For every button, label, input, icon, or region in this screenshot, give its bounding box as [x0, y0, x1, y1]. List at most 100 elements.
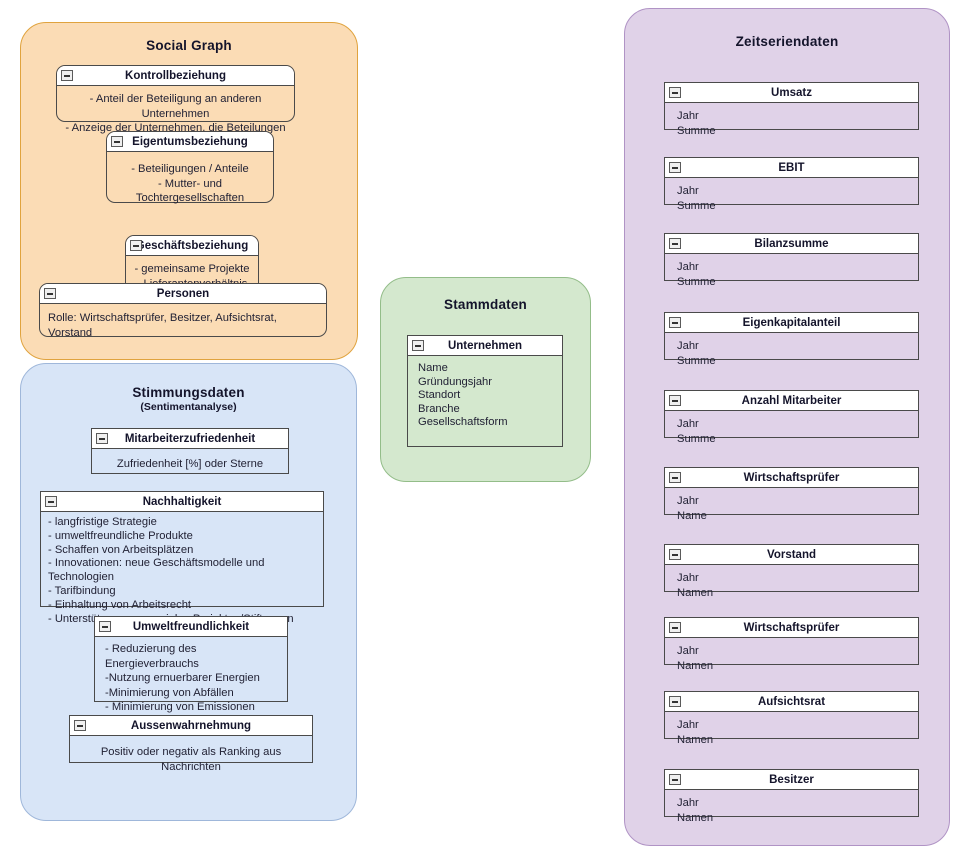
node-body: Jahr Namen [677, 719, 714, 746]
node-header[interactable]: Aufsichtsrat [665, 692, 918, 712]
collapse-minus-icon[interactable] [44, 288, 56, 299]
panel-stimmungsdaten-title: Stimmungsdaten [132, 385, 245, 400]
collapse-minus-icon[interactable] [669, 87, 681, 98]
node-body: - Reduzierung des Energieverbrauchs -Nut… [105, 643, 260, 714]
panel-stimmungsdaten[interactable]: Stimmungsdaten (Sentimentanalyse) Mitarb… [20, 363, 357, 821]
node-header[interactable]: Mitarbeiterzufriedenheit [92, 429, 288, 449]
node-besitzer[interactable]: Besitzer Jahr Namen [664, 769, 919, 824]
node-title: Eigenkapitalanteil [742, 317, 841, 329]
collapse-minus-icon[interactable] [669, 622, 681, 633]
node-title: Umweltfreundlichkeit [132, 621, 250, 633]
panel-zeitseriendaten[interactable]: Zeitseriendaten Umsatz Jahr Summe EBIT J… [624, 8, 950, 846]
node-title: Aussenwahrnehmung [130, 720, 252, 732]
node-header[interactable]: EBIT [665, 158, 918, 178]
node-header[interactable]: Personen [40, 284, 326, 304]
node-body: Jahr Summe [677, 418, 716, 445]
node-vorstand[interactable]: Vorstand Jahr Namen [664, 544, 919, 599]
collapse-minus-icon[interactable] [74, 720, 86, 731]
node-title: Aufsichtsrat [757, 696, 826, 708]
collapse-minus-icon[interactable] [45, 496, 57, 507]
node-title: Umsatz [771, 87, 812, 99]
node-umweltfreundlichkeit[interactable]: Umweltfreundlichkeit - Reduzierung des E… [94, 616, 288, 713]
panel-stimmungsdaten-subtitle: (Sentimentanalyse) [140, 401, 237, 413]
node-body: - Beteiligungen / Anteile - Mutter- und … [131, 163, 249, 205]
node-anzahl-mitarbeiter[interactable]: Anzahl Mitarbeiter Jahr Summe [664, 390, 919, 445]
node-header[interactable]: Geschäftsbeziehung [126, 236, 258, 256]
node-wirtschaftspruefer-1[interactable]: Wirtschaftsprüfer Jahr Name [664, 467, 919, 522]
collapse-minus-icon[interactable] [669, 238, 681, 249]
node-unternehmen[interactable]: Unternehmen Name Gründungsjahr Standort … [407, 335, 563, 447]
node-header[interactable]: Besitzer [665, 770, 918, 790]
panel-social-graph-title: Social Graph [146, 38, 232, 53]
collapse-minus-icon[interactable] [669, 162, 681, 173]
node-body: Jahr Namen [677, 572, 714, 599]
node-header[interactable]: Umsatz [665, 83, 918, 103]
collapse-minus-icon[interactable] [96, 433, 108, 444]
panel-stammdaten-title: Stammdaten [443, 297, 528, 312]
node-body: Jahr Summe [677, 261, 716, 288]
node-header[interactable]: Aussenwahrnehmung [70, 716, 312, 736]
panel-zeitseriendaten-title: Zeitseriendaten [735, 34, 839, 49]
node-header[interactable]: Nachhaltigkeit [41, 492, 323, 512]
node-nachhaltigkeit[interactable]: Nachhaltigkeit - langfristige Strategie … [40, 491, 324, 625]
node-header[interactable]: Unternehmen [408, 336, 562, 356]
node-eigentumsbeziehung[interactable]: Eigentumsbeziehung - Beteiligungen / Ant… [106, 131, 274, 204]
node-title: Besitzer [769, 774, 814, 786]
node-kontrollbeziehung[interactable]: Kontrollbeziehung - Anteil der Beteiligu… [56, 65, 295, 149]
node-title: Mitarbeiterzufriedenheit [124, 433, 256, 445]
node-header[interactable]: Anzahl Mitarbeiter [665, 391, 918, 411]
collapse-minus-icon[interactable] [99, 621, 111, 632]
panel-social-graph[interactable]: Social Graph Kontrollbeziehung - Anteil … [20, 22, 358, 360]
node-body: Jahr Summe [677, 110, 716, 137]
node-umsatz[interactable]: Umsatz Jahr Summe [664, 82, 919, 137]
panel-stammdaten[interactable]: Stammdaten Unternehmen Name Gründungsjah… [380, 277, 591, 482]
collapse-minus-icon[interactable] [111, 136, 123, 147]
node-title: Vorstand [767, 549, 816, 561]
node-aussenwahrnehmung[interactable]: Aussenwahrnehmung Positiv oder negativ a… [69, 715, 313, 773]
node-header[interactable]: Umweltfreundlichkeit [95, 617, 287, 637]
node-body: Name Gründungsjahr Standort Branche Gese… [418, 362, 508, 429]
node-title: Anzahl Mitarbeiter [741, 395, 842, 407]
collapse-minus-icon[interactable] [61, 70, 73, 81]
node-body: Positiv oder negativ als Ranking aus Nac… [100, 746, 282, 773]
node-header[interactable]: Eigenkapitalanteil [665, 313, 918, 333]
node-title: Personen [156, 288, 210, 300]
collapse-minus-icon[interactable] [669, 317, 681, 328]
node-title: Bilanzsumme [754, 238, 829, 250]
node-title: EBIT [778, 162, 805, 174]
node-header[interactable]: Eigentumsbeziehung [107, 132, 273, 152]
node-header[interactable]: Wirtschaftsprüfer [665, 468, 918, 488]
node-header[interactable]: Bilanzsumme [665, 234, 918, 254]
node-body: Jahr Namen [677, 797, 714, 824]
node-mitarbeiterzufriedenheit[interactable]: Mitarbeiterzufriedenheit Zufriedenheit [… [91, 428, 289, 474]
node-body: Rolle: Wirtschaftsprüfer, Besitzer, Aufs… [48, 312, 277, 339]
node-body: Jahr Summe [677, 185, 716, 212]
node-ebit[interactable]: EBIT Jahr Summe [664, 157, 919, 212]
node-body: Zufriedenheit [%] oder Sterne [116, 458, 264, 470]
collapse-minus-icon[interactable] [669, 774, 681, 785]
node-title: Wirtschaftsprüfer [743, 622, 840, 634]
node-body: Jahr Name [677, 495, 707, 522]
node-aufsichtsrat[interactable]: Aufsichtsrat Jahr Namen [664, 691, 919, 746]
collapse-minus-icon[interactable] [669, 472, 681, 483]
collapse-minus-icon[interactable] [669, 395, 681, 406]
node-body: Jahr Namen [677, 645, 714, 672]
node-header[interactable]: Wirtschaftsprüfer [665, 618, 918, 638]
node-title: Wirtschaftsprüfer [743, 472, 840, 484]
node-title: Eigentumsbeziehung [132, 136, 248, 148]
node-personen[interactable]: Personen Rolle: Wirtschaftsprüfer, Besit… [39, 283, 327, 339]
collapse-minus-icon[interactable] [669, 549, 681, 560]
node-bilanzsumme[interactable]: Bilanzsumme Jahr Summe [664, 233, 919, 288]
collapse-minus-icon[interactable] [412, 340, 424, 351]
node-body: Jahr Summe [677, 340, 716, 367]
node-wirtschaftspruefer-2[interactable]: Wirtschaftsprüfer Jahr Namen [664, 617, 919, 672]
node-title: Geschäftsbeziehung [135, 240, 249, 252]
collapse-minus-icon[interactable] [130, 240, 142, 251]
node-eigenkapitalanteil[interactable]: Eigenkapitalanteil Jahr Summe [664, 312, 919, 367]
node-title: Nachhaltigkeit [142, 496, 222, 508]
collapse-minus-icon[interactable] [669, 696, 681, 707]
node-header[interactable]: Kontrollbeziehung [57, 66, 294, 86]
node-geschaeftsbeziehung[interactable]: Geschäftsbeziehung - gemeinsame Projekte… [125, 235, 259, 293]
node-body: - langfristige Strategie - umweltfreundl… [48, 516, 294, 625]
node-header[interactable]: Vorstand [665, 545, 918, 565]
